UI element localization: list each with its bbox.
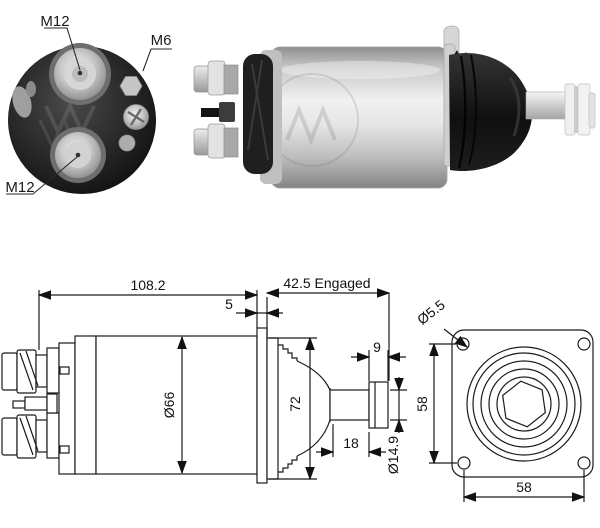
svg-text:Ø14.9: Ø14.9 xyxy=(385,436,401,474)
mount-hole-bl xyxy=(457,456,471,470)
terminal-m12-top xyxy=(49,43,111,105)
cap-edge-tab xyxy=(12,86,32,118)
svg-text:58: 58 xyxy=(414,396,430,412)
label-m12-bottom: M12 xyxy=(5,179,34,196)
end-cap-face xyxy=(8,46,156,194)
svg-text:5: 5 xyxy=(225,296,233,312)
dim-shaft-dia: Ø14.9 xyxy=(385,377,407,474)
dimension-drawing-side-view: 108.2 5 42.5 Engaged 9 xyxy=(1,275,407,484)
drawn-mid-terminal xyxy=(12,393,58,414)
washer xyxy=(118,134,136,152)
cap-edge-tab-small xyxy=(26,81,36,97)
dimension-drawing-flange-view: Ø5.5 58 58 xyxy=(414,296,594,502)
drawn-cap-inner xyxy=(58,342,76,475)
dim-engaged-length: 42.5 Engaged xyxy=(265,275,391,381)
svg-text:Ø5.5: Ø5.5 xyxy=(414,296,448,327)
flange-rings xyxy=(466,346,582,462)
dim-boot-dia: 72 xyxy=(269,336,317,481)
drawn-body xyxy=(95,335,258,475)
drawn-plunger xyxy=(329,381,389,429)
body-highlight xyxy=(280,61,440,79)
phillips-cross xyxy=(127,108,145,126)
dim-flange-thickness: 5 xyxy=(225,290,283,338)
drawn-cap-screw-top xyxy=(59,366,70,375)
svg-text:72: 72 xyxy=(287,396,303,412)
dim-overall-length: 108.2 xyxy=(37,277,259,350)
rubber-boot xyxy=(449,50,532,172)
terminal-m12-bottom xyxy=(50,127,106,183)
plunger xyxy=(525,83,596,136)
dim-tip-width: 9 xyxy=(351,339,406,381)
drawn-cap-screw-bottom xyxy=(59,445,70,454)
svg-text:Ø66: Ø66 xyxy=(161,392,177,419)
mount-hole-tr xyxy=(577,337,591,351)
drawn-bolt-top xyxy=(1,347,60,394)
leader-m6 xyxy=(142,48,172,72)
center-hex xyxy=(502,380,546,428)
svg-text:108.2: 108.2 xyxy=(130,277,165,293)
dim-flange-spacing-h: 58 xyxy=(462,470,586,502)
label-m12-top: M12 xyxy=(40,13,69,30)
leader-m12-bottom xyxy=(6,156,78,195)
photo-mid-stud xyxy=(201,102,235,122)
dim-shaft-length: 18 xyxy=(316,424,386,457)
flange-square xyxy=(451,329,594,478)
photo-bolt-top xyxy=(193,60,239,96)
leader-m12-top xyxy=(44,27,81,71)
dim-flange-spacing-v: 58 xyxy=(414,342,457,465)
drawn-cap-outer xyxy=(74,335,97,475)
drawn-flange-plate xyxy=(256,327,268,484)
drawn-bolt-bottom xyxy=(1,412,60,459)
svg-text:18: 18 xyxy=(343,435,359,451)
label-m6: M6 xyxy=(151,32,172,49)
photo-bolt-bottom xyxy=(193,123,239,159)
mount-hole-br xyxy=(577,456,591,470)
terminal-cap-band xyxy=(243,54,273,174)
svg-text:42.5 Engaged: 42.5 Engaged xyxy=(283,275,370,291)
side-view-photo xyxy=(193,25,596,189)
cap-band-sheen xyxy=(247,59,269,161)
svg-text:58: 58 xyxy=(516,479,532,495)
svg-text:9: 9 xyxy=(373,339,381,355)
dim-body-dia: Ø66 xyxy=(161,335,187,475)
terminal-m6 xyxy=(118,76,149,152)
terminal-end-photo: M12 M6 M12 xyxy=(5,13,172,196)
